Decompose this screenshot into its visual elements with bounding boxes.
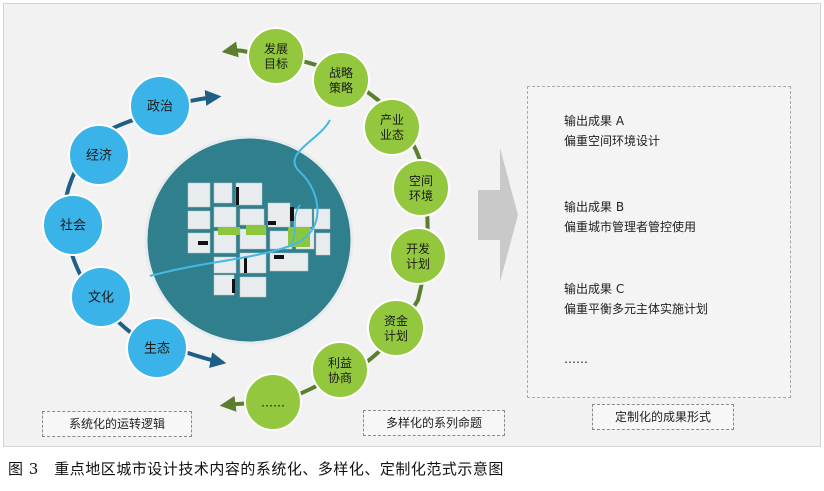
right-chain-node: 资金计划 [367,299,425,357]
left-chain-arrow-bottom [184,350,227,368]
right-chain-node: 战略策略 [312,51,370,109]
right-chain-node: 产业业态 [363,98,421,156]
left-chain-node: 政治 [129,75,191,137]
left-chain-label: 文化 [88,291,114,306]
right-chain-node: 开发计划 [389,227,447,285]
right-chain-arrow-top [221,41,249,58]
right-chain-circle [311,341,369,399]
output-item-b: 输出成果 B 偏重城市管理者管控使用 [564,197,696,237]
left-chain-circle [126,317,188,379]
right-chain-node: 发展目标 [247,27,305,85]
right-chain-label: …… [261,395,285,409]
output-title: 输出成果 B [564,200,625,214]
output-arrow [478,148,518,282]
left-chain-circle [129,75,191,137]
right-chain-label: 多样化的系列命题 [363,410,505,436]
outputs-label: 定制化的成果形式 [592,404,734,430]
right-chain-label: 产业业态 [380,113,404,142]
output-item-a: 输出成果 A 偏重空间环境设计 [564,111,660,151]
right-chain-label: 空间环境 [409,174,433,203]
output-desc: 偏重空间环境设计 [564,134,661,148]
left-chain-node: 生态 [126,317,188,379]
left-chain-label: 政治 [147,100,173,115]
outputs-box: 输出成果 A 偏重空间环境设计 输出成果 B 偏重城市管理者管控使用 输出成果 … [527,86,791,398]
right-chain-circle [363,98,421,156]
left-chain-circle [42,194,104,256]
left-chain-node: 经济 [68,124,130,186]
right-chain-label: 资金计划 [384,313,408,343]
output-ellipsis: …… [564,352,588,366]
right-chain-label: 战略策略 [329,65,353,95]
left-chain-label: 系统化的运转逻辑 [42,411,192,437]
right-chain-label: 发展目标 [264,41,288,71]
left-chain-label: 生态 [144,342,170,357]
output-item-c: 输出成果 C 偏重平衡多元主体实施计划 [564,279,708,319]
right-chain-node: 利益协商 [311,341,369,399]
right-chain-circle [389,227,447,285]
output-desc: 偏重城市管理者管控使用 [564,220,697,234]
left-chain-label: 经济 [86,149,112,164]
right-chain-circle [367,299,425,357]
left-chain-circle [70,266,132,328]
right-chain-node: 空间环境 [392,159,450,217]
right-chain-circle [244,373,302,431]
left-chain-node: 文化 [70,266,132,328]
right-chain-node: …… [244,373,302,431]
right-chain-label: 开发计划 [406,241,430,271]
right-chain-circle [247,27,305,85]
output-title: 输出成果 A [564,114,625,128]
right-chain-circle [392,159,450,217]
left-chain-circle [68,124,130,186]
city-map-disc [144,119,354,345]
output-title: 输出成果 C [564,282,625,296]
left-chain-label: 社会 [60,218,86,234]
right-chain-circle [312,51,370,109]
right-chain-label: 利益协商 [328,356,352,385]
left-chain-node: 社会 [42,194,104,256]
figure-caption: 图 3 重点地区城市设计技术内容的系统化、多样化、定制化范式示意图 [8,460,504,478]
output-desc: 偏重平衡多元主体实施计划 [564,302,709,316]
